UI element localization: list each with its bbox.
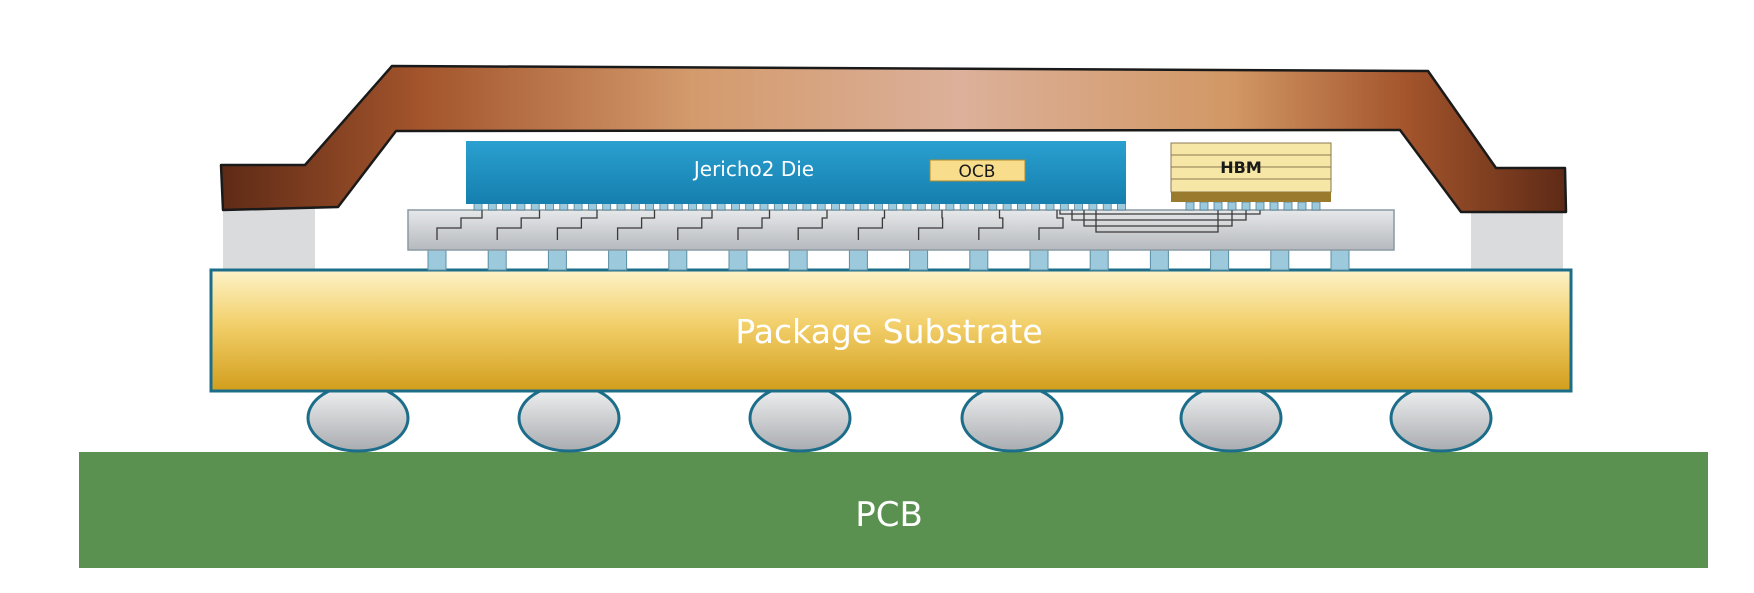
substrate-bump — [1029, 249, 1049, 271]
substrate-bump — [848, 249, 868, 271]
micro-bump — [1255, 201, 1265, 211]
interposer-trace — [496, 210, 541, 240]
package-substrate — [209, 268, 1573, 393]
interposer-trace — [978, 210, 1004, 240]
ocb-block — [929, 159, 1026, 182]
solder-ball — [517, 383, 621, 453]
substrate-bump — [1210, 249, 1230, 271]
die-hbm-trace — [1095, 210, 1219, 233]
substrate-bump — [1149, 249, 1169, 271]
interposer-trace — [1038, 210, 1064, 240]
lid-support-left — [223, 205, 315, 271]
solder-ball — [306, 383, 410, 453]
substrate-bump — [1330, 249, 1350, 271]
interposer-traces — [436, 210, 1261, 240]
die-hbm-trace — [1059, 210, 1261, 215]
ocb-label: OCB — [959, 162, 996, 182]
substrate-bump — [547, 249, 567, 271]
interposer-trace — [857, 210, 886, 240]
micro-bump — [1297, 201, 1307, 211]
substrate-bump — [728, 249, 748, 271]
substrate-bump — [788, 249, 808, 271]
interposer-trace — [737, 210, 771, 240]
substrate-bump — [909, 249, 929, 271]
micro-bump — [1199, 201, 1209, 211]
solder-balls — [306, 383, 1493, 453]
micro-bump — [1185, 201, 1195, 211]
solder-ball — [960, 383, 1064, 453]
micro-bump — [1269, 201, 1279, 211]
interposer-trace — [677, 210, 713, 240]
hbm-label: HBM — [1220, 158, 1262, 177]
micro-bump — [1283, 201, 1293, 211]
substrate-bump — [1270, 249, 1290, 271]
substrate-bump — [1089, 249, 1109, 271]
substrate-bump — [427, 249, 447, 271]
micro-bump — [1227, 201, 1237, 211]
substrate-bump — [487, 249, 507, 271]
substrate-bump — [668, 249, 688, 271]
lid-heat-spreader — [219, 64, 1568, 214]
interposer-trace — [436, 210, 483, 240]
pcb-label: PCB — [855, 495, 923, 535]
substrate-bump — [969, 249, 989, 271]
interposer-trace — [616, 210, 656, 240]
interposer-trace — [917, 210, 944, 240]
die-hbm-trace — [1071, 210, 1247, 221]
die-hbm-trace — [1083, 210, 1233, 227]
solder-ball — [1389, 383, 1493, 453]
micro-bumps — [473, 201, 1321, 211]
micro-bump — [1241, 201, 1251, 211]
package-substrate-label: Package Substrate — [735, 312, 1042, 351]
solder-ball — [1179, 383, 1283, 453]
jericho2-die-label: Jericho2 Die — [692, 157, 814, 181]
interposer — [407, 209, 1395, 251]
hbm-stack — [1170, 142, 1332, 202]
micro-bump — [1213, 201, 1223, 211]
pcb — [79, 452, 1708, 568]
micro-bump — [1311, 201, 1321, 211]
solder-ball — [748, 383, 852, 453]
lid-support-right — [1471, 205, 1563, 271]
interposer-trace — [797, 210, 828, 240]
substrate-bump — [608, 249, 628, 271]
interposer-trace — [556, 210, 598, 240]
